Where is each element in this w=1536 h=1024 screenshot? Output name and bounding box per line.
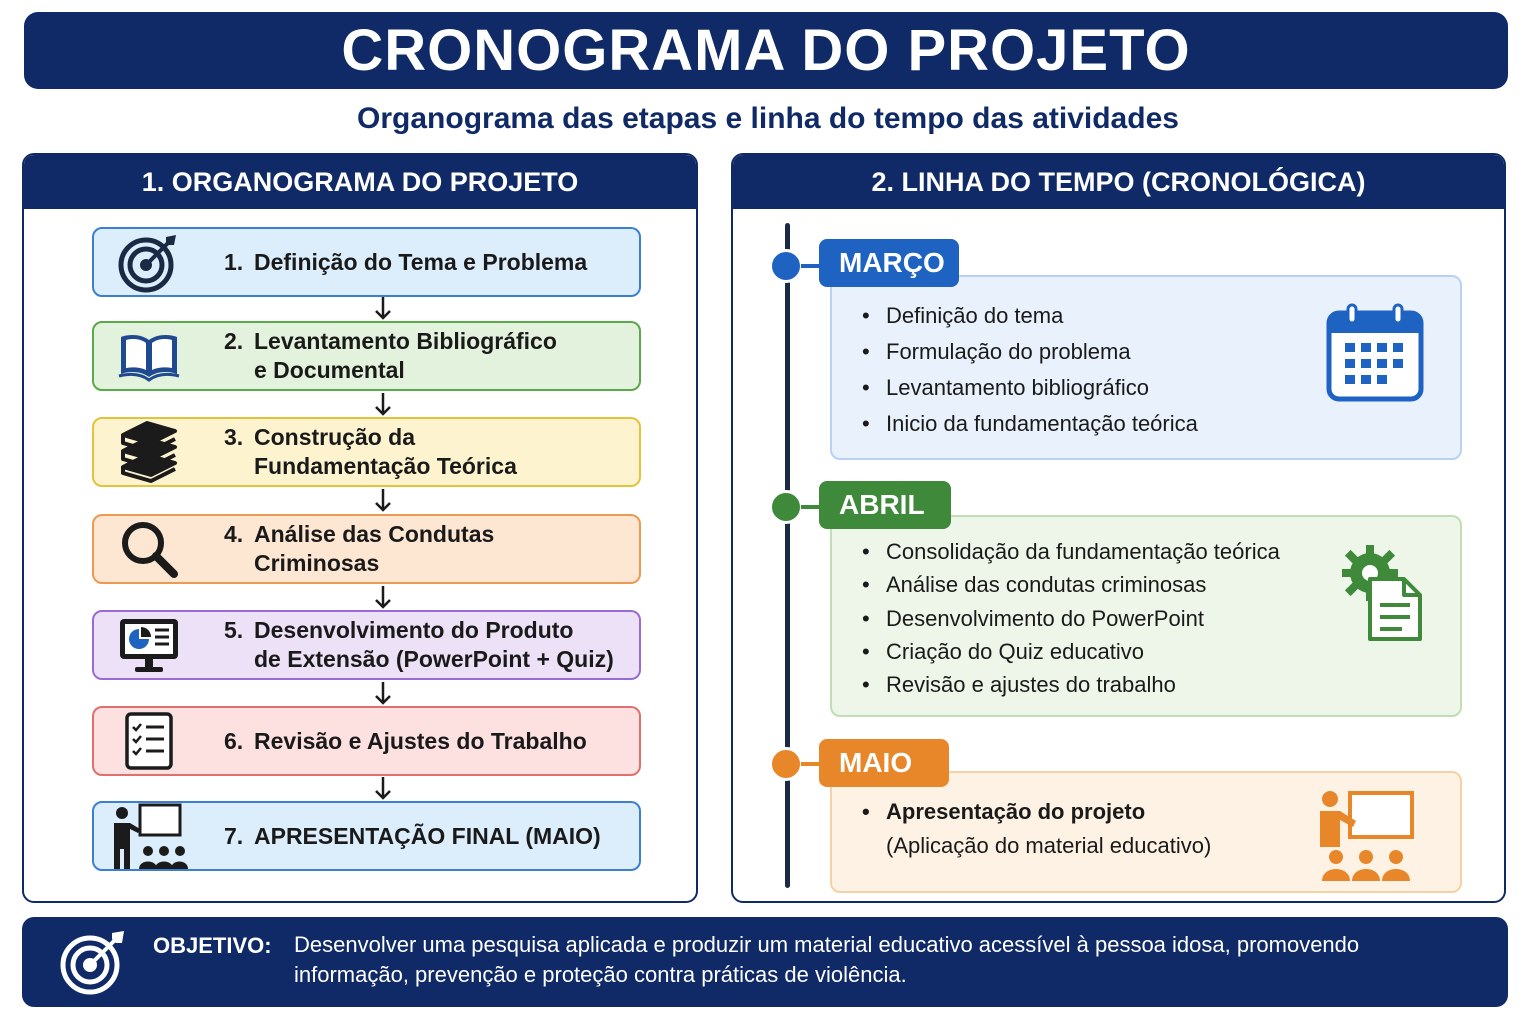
list-item: Inicio da fundamentação teórica [862,411,1198,447]
organogram-step-2: 2. Levantamento Bibliográfico e Documenta… [92,321,641,391]
step-number: 4. [224,521,244,547]
arrow-down-icon [375,777,391,800]
arrow-down-icon [375,586,391,609]
list-item: Desenvolvimento do PowerPoint [862,606,1280,639]
month-activity-list: Apresentação do projeto [862,799,1145,832]
organogram-step-7: 7. APRESENTAÇÃO FINAL (MAIO) [92,801,641,871]
presentation-monitor-icon [94,612,204,678]
title-banner: CRONOGRAMA DO PROJETO [24,12,1508,89]
timeline-dot-maio [769,747,803,781]
organogram-step-4: 4. Análise das Condutas Criminosas [92,514,641,584]
list-item: Revisão e ajustes do trabalho [862,672,1280,705]
month-box-maio: Apresentação do projeto (Aplicação do ma… [830,771,1462,893]
timeline-connector [801,762,823,766]
month-activity-list: Consolidação da fundamentação teórica An… [862,539,1280,705]
list-item-note: (Aplicação do material educativo) [886,833,1212,858]
page-subtitle: Organograma das etapas e linha do tempo … [357,102,1179,135]
step-label: Análise das Condutas Criminosas [254,521,495,576]
timeline-axis [785,223,790,888]
gear-document-icon [1340,543,1424,648]
organogram-header: 1. ORGANOGRAMA DO PROJETO [24,155,696,209]
timeline-dot-abril [769,490,803,524]
arrow-down-icon [375,489,391,512]
step-label: APRESENTAÇÃO FINAL (MAIO) [254,822,601,849]
target-icon [94,229,204,295]
arrow-down-icon [375,297,391,320]
month-tag-maio: MAIO [819,739,949,787]
timeline-panel: 2. LINHA DO TEMPO (CRONOLÓGICA) MARÇO De… [731,153,1506,903]
month-tag-marco: MARÇO [819,239,959,287]
objective-banner: OBJETIVO: Desenvolver uma pesquisa aplic… [22,917,1508,1007]
arrow-down-icon [375,682,391,705]
objective-text: Desenvolver uma pesquisa aplicada e prod… [294,932,1360,987]
page-title: CRONOGRAMA DO PROJETO [341,18,1191,83]
month-box-marco: Definição do tema Formulação do problema… [830,275,1462,460]
month-tag-abril: ABRIL [819,481,951,529]
step-number: 1. [224,248,244,275]
list-item: Levantamento bibliográfico [862,375,1198,411]
list-item: Consolidação da fundamentação teórica [862,539,1280,572]
organogram-step-1: 1. Definição do Tema e Problema [92,227,641,297]
book-stack-icon [94,419,204,485]
open-book-icon [94,323,204,389]
timeline-connector [801,505,823,509]
timeline-connector [801,264,823,268]
timeline-dot-marco [769,249,803,283]
step-number: 5. [224,617,244,643]
magnifier-icon [94,516,204,582]
objective-label: OBJETIVO: [153,933,272,958]
step-number: 7. [224,822,244,849]
organogram-step-3: 3. Construção da Fundamentação Teórica [92,417,641,487]
organogram-panel: 1. ORGANOGRAMA DO PROJETO 1. Definição do… [22,153,698,903]
teacher-audience-icon [1318,787,1416,888]
timeline-header: 2. LINHA DO TEMPO (CRONOLÓGICA) [733,155,1504,209]
list-item: Apresentação do projeto [862,799,1145,832]
step-label: Desenvolvimento do Produto de Extensão (… [254,617,614,672]
list-item: Definição do tema [862,303,1198,339]
list-item: Criação do Quiz educativo [862,639,1280,672]
list-item: Formulação do problema [862,339,1198,375]
arrow-down-icon [375,393,391,416]
step-label: Revisão e Ajustes do Trabalho [254,727,587,754]
step-number: 3. [224,424,244,450]
checklist-icon [94,708,204,774]
step-label: Levantamento Bibliográfico e Documental [254,328,557,383]
target-icon [58,927,128,1002]
month-activity-list: Definição do tema Formulação do problema… [862,303,1198,447]
month-box-abril: Consolidação da fundamentação teórica An… [830,515,1462,717]
step-label: Definição do Tema e Problema [254,248,588,275]
teacher-audience-icon [94,803,204,869]
step-number: 6. [224,727,244,754]
list-item: Análise das condutas criminosas [862,572,1280,606]
calendar-icon [1326,303,1424,408]
step-number: 2. [224,328,244,354]
step-label: Construção da Fundamentação Teórica [254,424,517,479]
organogram-step-6: 6. Revisão e Ajustes do Trabalho [92,706,641,776]
organogram-step-5: 5. Desenvolvimento do Produto de Extensão… [92,610,641,680]
